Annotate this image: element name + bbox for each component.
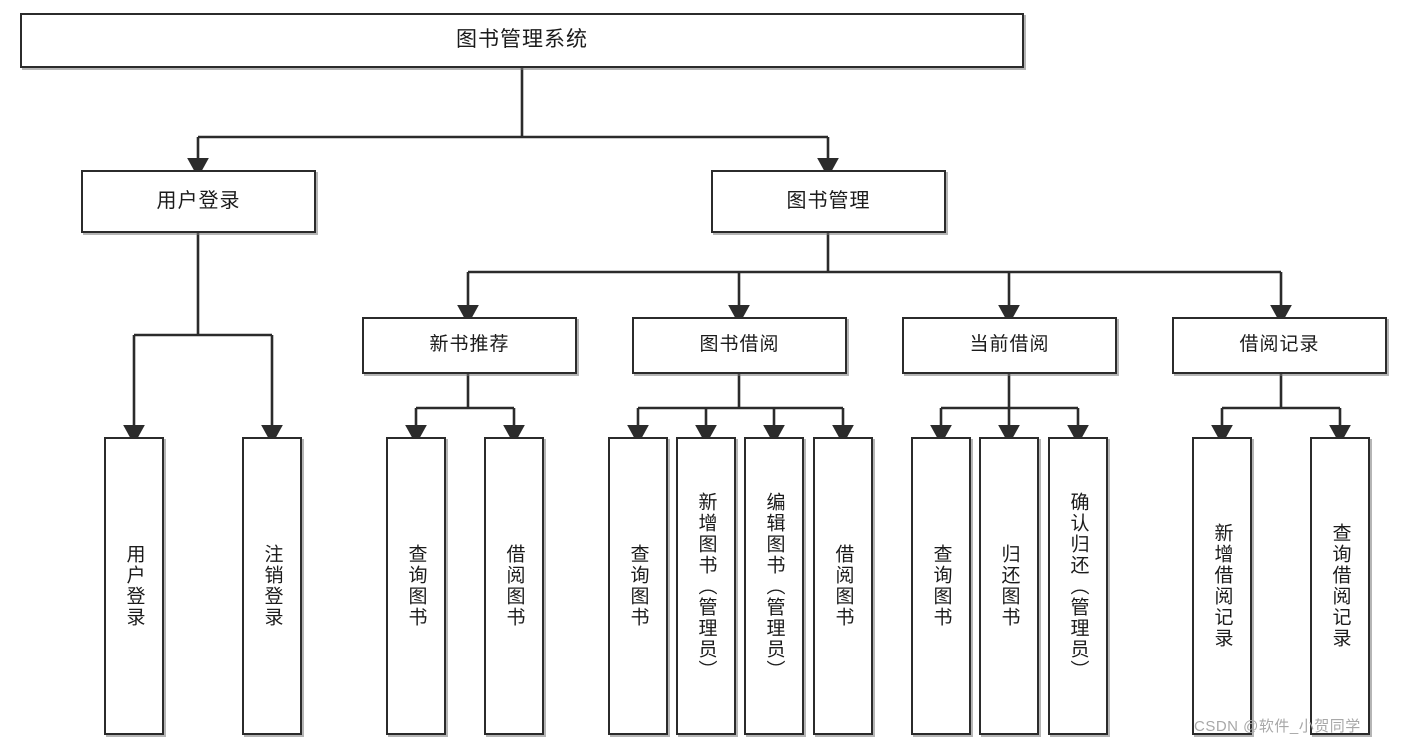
leaf-query-book-recommend[interactable]: 查询图书 bbox=[386, 437, 446, 735]
node-label: 查询图书 bbox=[930, 544, 952, 628]
leaf-return-book[interactable]: 归还图书 bbox=[979, 437, 1039, 735]
leaf-user-login[interactable]: 用户登录 bbox=[104, 437, 164, 735]
node-label: 归还图书 bbox=[998, 544, 1020, 628]
node-label: 查询借阅记录 bbox=[1329, 523, 1351, 649]
node-label: 用户登录 bbox=[123, 544, 145, 628]
node-label: 图书管理 bbox=[786, 189, 871, 212]
leaf-query-book-borrow[interactable]: 查询图书 bbox=[608, 437, 668, 735]
leaf-add-book-admin[interactable]: 新增图书（管理员） bbox=[676, 437, 736, 735]
leaf-add-borrow-record[interactable]: 新增借阅记录 bbox=[1192, 437, 1252, 735]
leaf-edit-book-admin[interactable]: 编辑图书（管理员） bbox=[744, 437, 804, 735]
leaf-query-book-current[interactable]: 查询图书 bbox=[911, 437, 971, 735]
node-root-book-management-system[interactable]: 图书管理系统 bbox=[20, 13, 1024, 68]
node-label: 查询图书 bbox=[405, 544, 427, 628]
node-label: 图书借阅 bbox=[699, 334, 780, 356]
node-new-book-recommend[interactable]: 新书推荐 bbox=[362, 317, 577, 374]
leaf-confirm-return-admin[interactable]: 确认归还（管理员） bbox=[1048, 437, 1108, 735]
node-label: 借阅图书 bbox=[832, 544, 854, 628]
node-current-borrow[interactable]: 当前借阅 bbox=[902, 317, 1117, 374]
leaf-borrow-book-recommend[interactable]: 借阅图书 bbox=[484, 437, 544, 735]
node-label: 新书推荐 bbox=[429, 334, 510, 356]
leaf-borrow-book[interactable]: 借阅图书 bbox=[813, 437, 873, 735]
node-label: 新增借阅记录 bbox=[1211, 523, 1233, 649]
node-label: 注销登录 bbox=[261, 544, 283, 628]
node-label: 新增图书（管理员） bbox=[695, 491, 717, 681]
node-book-borrow[interactable]: 图书借阅 bbox=[632, 317, 847, 374]
node-label: 图书管理系统 bbox=[456, 28, 588, 52]
node-user-login[interactable]: 用户登录 bbox=[81, 170, 316, 233]
node-book-manage[interactable]: 图书管理 bbox=[711, 170, 946, 233]
node-label: 借阅图书 bbox=[503, 544, 525, 628]
node-borrow-record[interactable]: 借阅记录 bbox=[1172, 317, 1387, 374]
leaf-logout[interactable]: 注销登录 bbox=[242, 437, 302, 735]
node-label: 编辑图书（管理员） bbox=[763, 491, 785, 681]
leaf-query-borrow-record[interactable]: 查询借阅记录 bbox=[1310, 437, 1370, 735]
node-label: 借阅记录 bbox=[1239, 334, 1320, 356]
node-label: 当前借阅 bbox=[969, 334, 1050, 356]
node-label: 查询图书 bbox=[627, 544, 649, 628]
node-label: 用户登录 bbox=[156, 189, 241, 212]
watermark: CSDN @软件_小贺同学 bbox=[1194, 718, 1361, 735]
node-label: 确认归还（管理员） bbox=[1067, 491, 1089, 681]
